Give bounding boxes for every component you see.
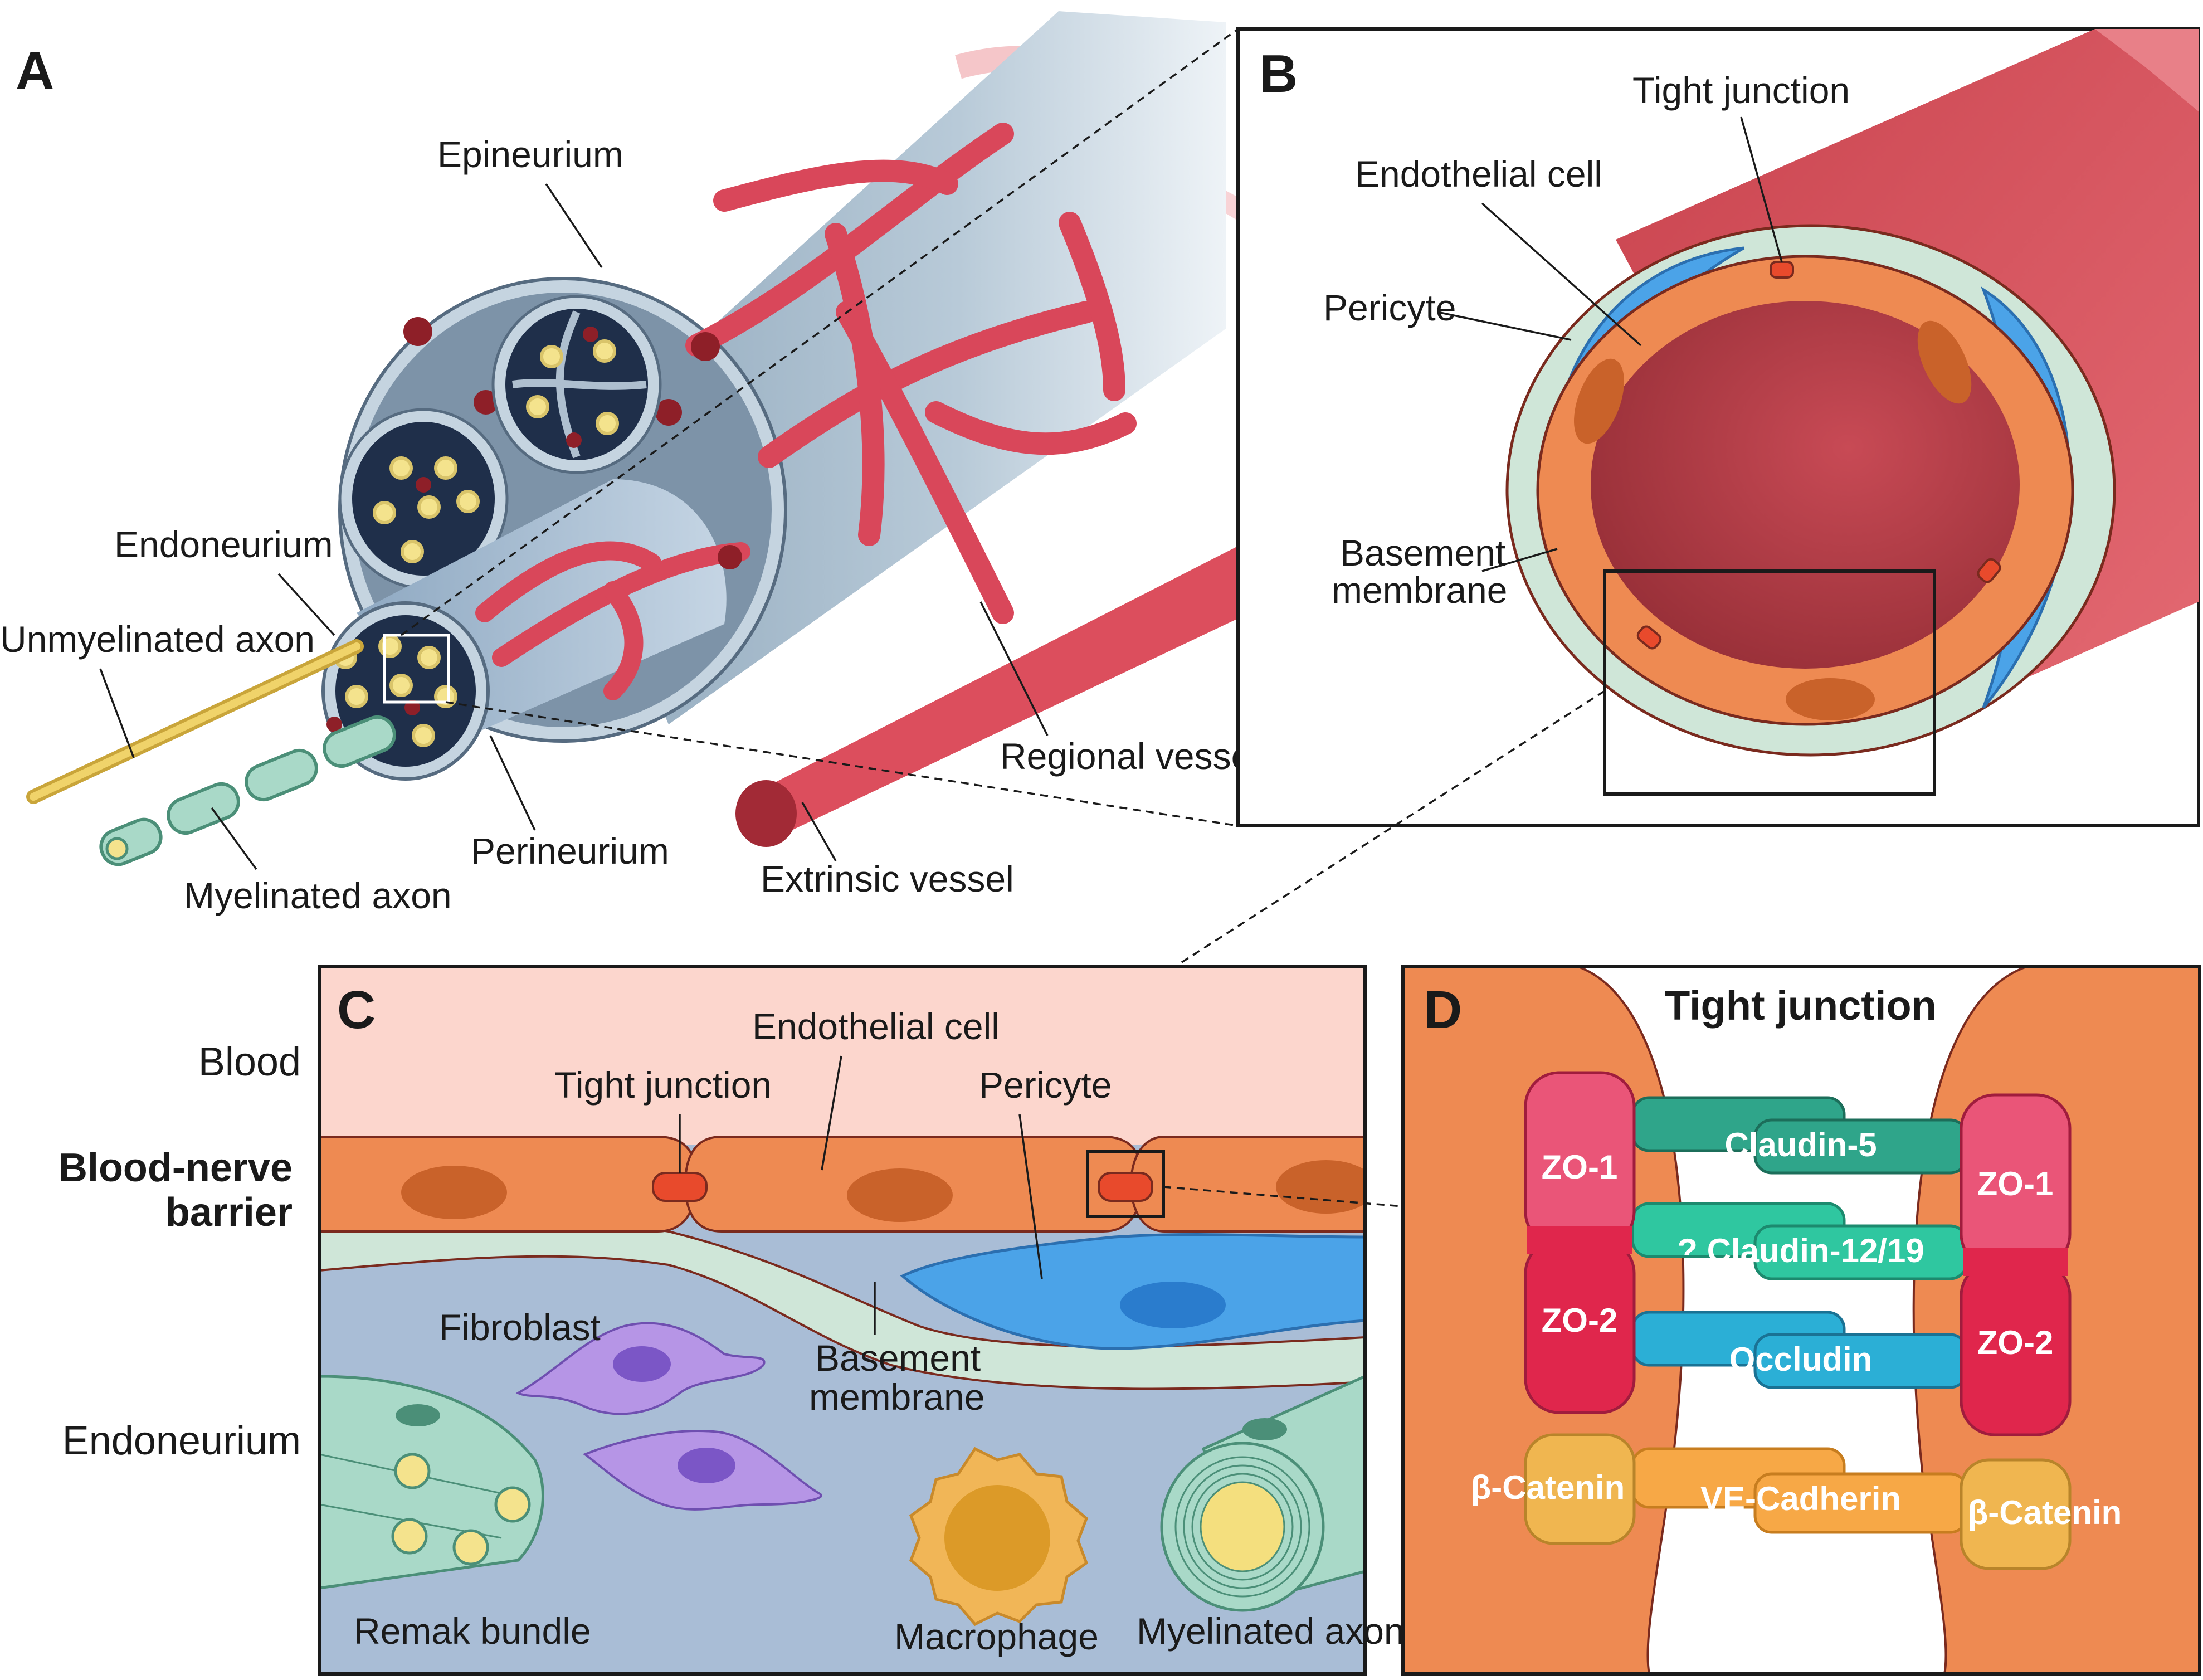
row-label-endoneurium: Endoneurium [62, 1419, 301, 1463]
panel-d-title: Tight junction [1665, 982, 1937, 1029]
label-regional-vessel: Regional vessel [1000, 736, 1260, 777]
b-catenin-left-block [1524, 1433, 1636, 1545]
panel-d-letter: D [1424, 980, 1462, 1040]
label-endoneurium: Endoneurium [114, 524, 333, 565]
panel-b-letter: B [1259, 44, 1298, 104]
claudin-12-19-strands: ? Claudin-12/19 [1631, 1202, 1968, 1280]
panel-d-frame [1401, 965, 2201, 1676]
label-basement-membrane-b-2: membrane [1332, 569, 1507, 611]
label-tight-junction-b: Tight junction [1632, 70, 1850, 111]
panel-a: A [0, 11, 1260, 916]
label-zo-1-right: ZO-1 [1977, 1165, 2054, 1202]
label-zo-2-right: ZO-2 [1977, 1324, 2054, 1361]
zoom-box-b [1603, 569, 1936, 796]
label-basement-membrane-b-1: Basement [1340, 532, 1505, 573]
label-claudin-5: Claudin-5 [1724, 1126, 1877, 1163]
row-label-blood: Blood [198, 1040, 301, 1084]
label-ve-cadherin: VE-Cadherin [1700, 1480, 1901, 1517]
label-perineurium: Perineurium [471, 830, 669, 871]
panel-d: D Tight junction Claudin-5 ? Claudin-12/… [1401, 965, 2201, 1676]
label-macrophage: Macrophage [894, 1616, 1099, 1657]
b-catenin-right-block [1960, 1458, 2072, 1570]
fascicle-upper [491, 295, 662, 474]
label-b-catenin-right: β-Catenin [1968, 1494, 2122, 1531]
label-basement-membrane-c-2: membrane [809, 1376, 984, 1418]
endothelial-cell-1 [319, 1136, 698, 1233]
label-pericyte-b: Pericyte [1323, 287, 1456, 328]
panel-c-frame [318, 965, 1367, 1676]
label-epineurium: Epineurium [437, 134, 623, 175]
label-claudin-12-19: ? Claudin-12/19 [1677, 1232, 1924, 1269]
row-label-barrier-1: Blood-nerve [59, 1146, 293, 1190]
panel-a-letter: A [16, 41, 54, 101]
lumen [1591, 301, 2020, 669]
label-extrinsic-vessel: Extrinsic vessel [761, 858, 1014, 899]
label-pericyte-c: Pericyte [979, 1064, 1112, 1106]
panel-c-letter: C [337, 980, 376, 1040]
regional-vessel [685, 123, 1137, 624]
myelinated-axon-c [1160, 1375, 1365, 1612]
claudin-5-strands: Claudin-5 [1631, 1096, 1968, 1175]
label-b-catenin-left: β-Catenin [1471, 1469, 1625, 1506]
tight-junction-b-top [1770, 261, 1794, 279]
fascicle-middle [338, 408, 509, 590]
label-occludin: Occludin [1729, 1341, 1873, 1378]
row-label-barrier-2: barrier [165, 1190, 293, 1235]
label-endothelial-cell-b: Endothelial cell [1355, 153, 1602, 194]
blood-region [319, 966, 1365, 1145]
tight-junction-c-1 [652, 1172, 708, 1202]
panel-c: C Blood Blood-nerve barrier Endoneurium … [59, 965, 1405, 1676]
tight-junction-c-2 [1098, 1172, 1153, 1202]
occludin-strands: Occludin [1631, 1311, 1968, 1389]
myelinated-axon-shape [99, 715, 396, 866]
label-endothelial-cell-c: Endothelial cell [752, 1006, 1000, 1047]
label-myelinated-axon-a: Myelinated axon [184, 875, 452, 916]
macrophage [909, 1447, 1089, 1627]
label-myelinated-axon-c: Myelinated axon [1137, 1610, 1405, 1652]
label-zo-1-left: ZO-1 [1542, 1148, 1618, 1186]
label-basement-membrane-c-1: Basement [815, 1337, 981, 1379]
label-tight-junction-c: Tight junction [554, 1064, 772, 1106]
extrinsic-vessel-shape [735, 546, 1238, 847]
label-remak-bundle: Remak bundle [354, 1610, 591, 1652]
remak-bundle [319, 1375, 544, 1590]
zoom-box-a [383, 634, 450, 704]
label-zo-2-left: ZO-2 [1542, 1302, 1618, 1339]
label-unmyelinated-axon: Unmyelinated axon [0, 619, 315, 660]
panel-b: B Tight junction Endothelial cell Pericy… [1175, 27, 2200, 967]
zoom-box-c [1086, 1150, 1165, 1218]
ve-cadherin-strands: VE-Cadherin [1631, 1447, 1968, 1534]
perineurium-vessels [475, 541, 750, 700]
label-fibroblast: Fibroblast [439, 1307, 601, 1348]
